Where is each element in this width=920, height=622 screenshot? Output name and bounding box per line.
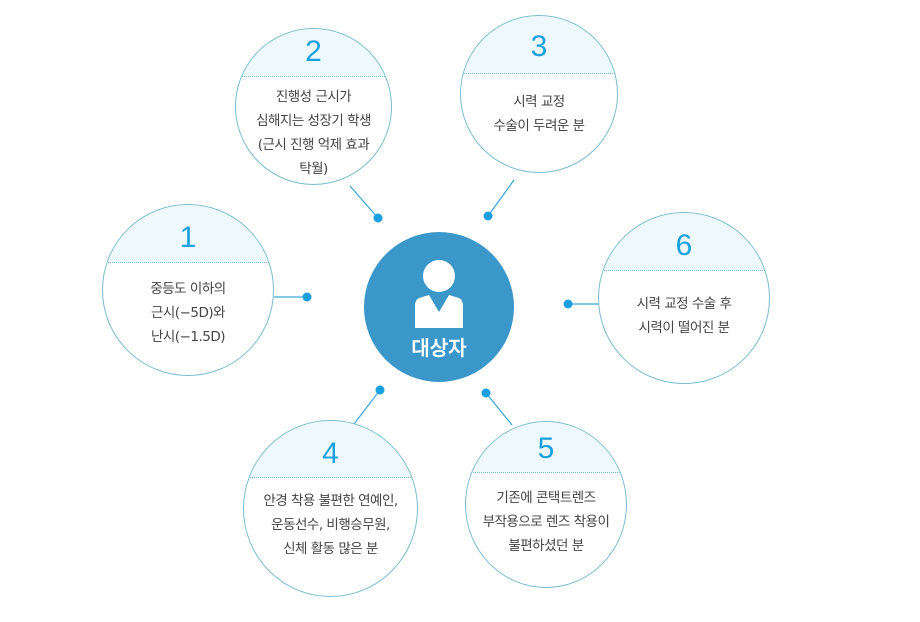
- center-label: 대상자: [411, 336, 467, 360]
- item-number: 6: [675, 229, 693, 262]
- connector-2: [349, 185, 379, 219]
- item-text: 안경 착용 불편한 연예인,운동선수, 비행승무원,신체 활동 많은 분: [263, 493, 398, 557]
- item-circle-4: 4 안경 착용 불편한 연예인,운동선수, 비행승무원,신체 활동 많은 분: [243, 420, 418, 597]
- connector-dot-6: [563, 299, 573, 309]
- connector-dot-5: [481, 388, 491, 398]
- connector-dot-1: [302, 292, 312, 302]
- connector-dot-3: [483, 211, 493, 221]
- item-number: 3: [530, 30, 548, 63]
- center-target-circle: 대상자: [364, 232, 514, 382]
- connector-3: [487, 179, 515, 217]
- connector-dot-2: [373, 213, 383, 223]
- connector-4: [353, 389, 381, 425]
- item-number: 1: [179, 221, 197, 254]
- item-number: 2: [305, 35, 322, 68]
- connector-5: [485, 392, 513, 426]
- item-number: 5: [537, 432, 555, 465]
- connector-dot-4: [375, 385, 385, 395]
- person-icon: [415, 260, 463, 328]
- item-number: 4: [322, 437, 339, 470]
